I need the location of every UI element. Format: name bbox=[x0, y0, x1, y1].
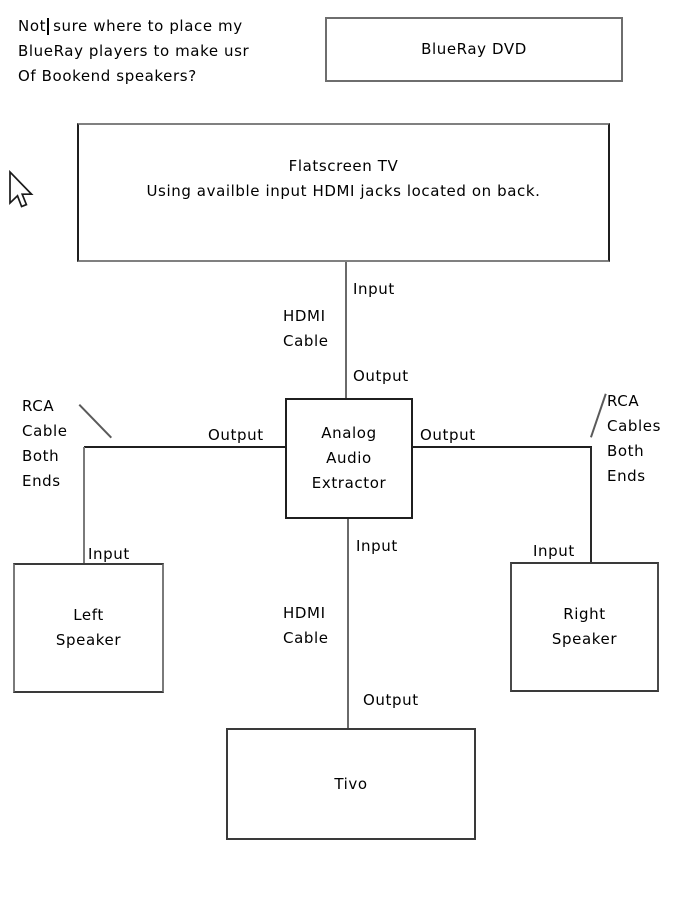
label-left-speaker-input: Input bbox=[88, 545, 130, 563]
cable-line-extractor-to-tivo bbox=[347, 519, 349, 728]
left-speaker-label: Left Speaker bbox=[55, 606, 122, 649]
cable-line-extractor-right bbox=[413, 446, 592, 448]
left-speaker-box: Left Speaker bbox=[13, 563, 164, 693]
label-tivo-output: Output bbox=[363, 691, 419, 709]
flatscreen-tv-title: Flatscreen TV bbox=[288, 157, 399, 175]
flatscreen-tv-subtitle: Using availble input HDMI jacks located … bbox=[146, 182, 541, 200]
right-speaker-label: Right Speaker bbox=[551, 605, 618, 648]
note-line-1-before: Not bbox=[18, 17, 47, 35]
text-caret bbox=[47, 18, 50, 35]
label-extractor-output-right: Output bbox=[420, 426, 476, 444]
label-extractor-input-bottom: Input bbox=[356, 537, 398, 555]
label-extractor-output-left: Output bbox=[208, 426, 264, 444]
mouse-cursor-icon bbox=[9, 170, 34, 208]
note-line-1: Not sure where to place my bbox=[18, 14, 249, 39]
cable-line-to-left-speaker bbox=[83, 447, 85, 563]
label-tv-input: Input bbox=[353, 280, 395, 298]
note-line-2: BlueRay players to make usr bbox=[18, 42, 250, 60]
cable-line-to-right-speaker bbox=[590, 447, 592, 562]
tivo-label: Tivo bbox=[334, 774, 368, 793]
label-hdmi-cable-top: HDMI Cable bbox=[283, 307, 329, 350]
label-right-speaker-input: Input bbox=[533, 542, 575, 560]
blueray-dvd-label: BlueRay DVD bbox=[421, 40, 527, 58]
flatscreen-tv-box: Flatscreen TV Using availble input HDMI … bbox=[77, 123, 610, 262]
note-text[interactable]: Not sure where to place my BlueRay player… bbox=[18, 14, 249, 89]
label-extractor-output-top: Output bbox=[353, 367, 409, 385]
right-speaker-box: Right Speaker bbox=[510, 562, 659, 692]
tivo-box: Tivo bbox=[226, 728, 476, 840]
cable-line-tv-to-extractor bbox=[345, 262, 347, 398]
rca-left-pointer-line bbox=[78, 404, 113, 439]
rca-right-pointer-line bbox=[590, 393, 607, 438]
note-line-3: Of Bookend speakers? bbox=[18, 67, 197, 85]
label-rca-cables-right: RCA Cables Both Ends bbox=[607, 392, 661, 485]
note-line-1-after: sure where to place my bbox=[53, 17, 243, 35]
cable-line-extractor-left bbox=[84, 446, 285, 448]
blueray-dvd-box: BlueRay DVD bbox=[325, 17, 623, 82]
label-rca-cable-left: RCA Cable Both Ends bbox=[22, 397, 68, 490]
label-hdmi-cable-bottom: HDMI Cable bbox=[283, 604, 329, 647]
analog-audio-extractor-label: Analog Audio Extractor bbox=[311, 424, 387, 492]
analog-audio-extractor-box: Analog Audio Extractor bbox=[285, 398, 413, 519]
